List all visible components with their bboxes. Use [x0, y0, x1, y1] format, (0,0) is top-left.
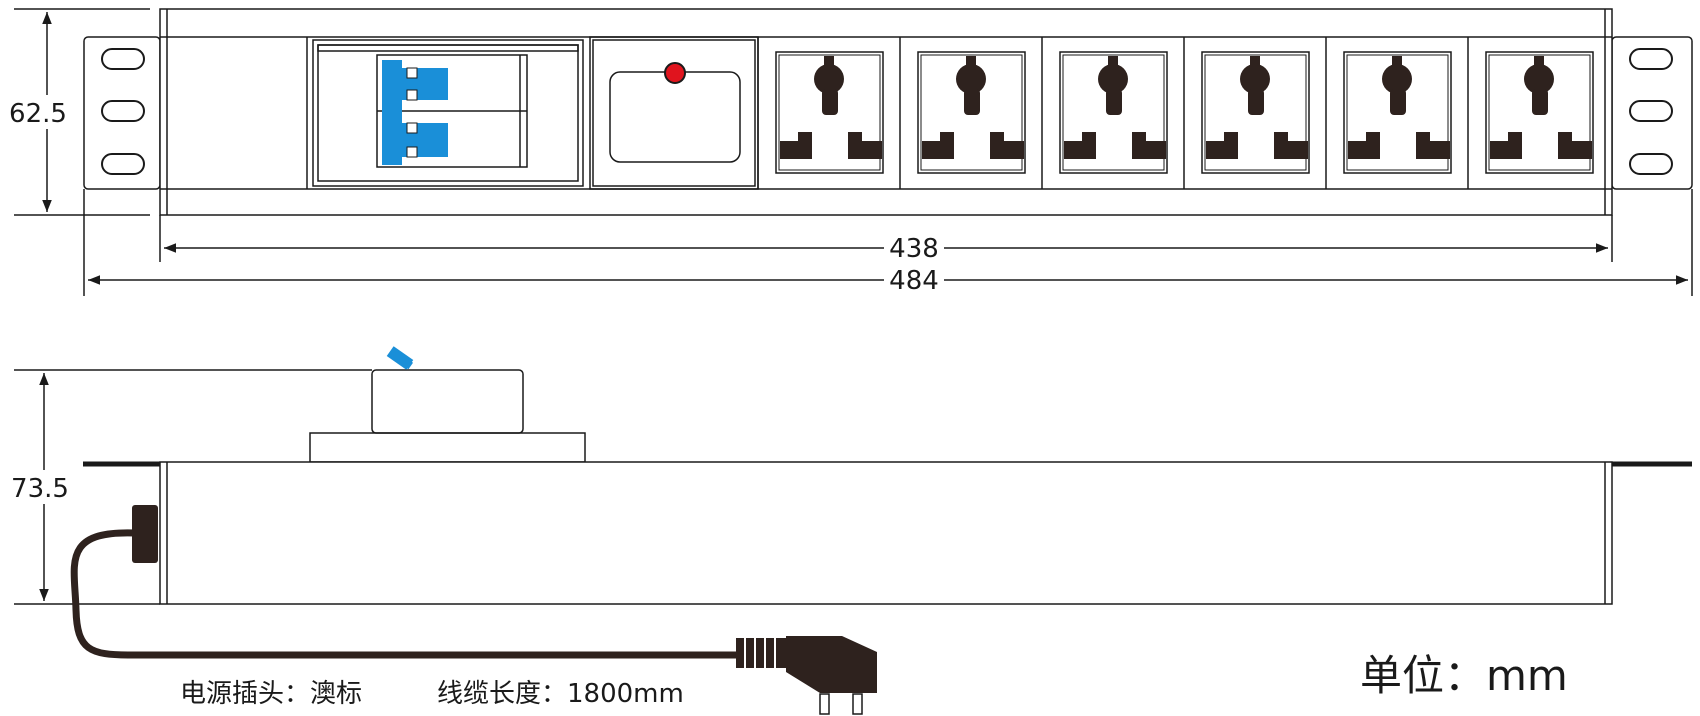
- side-view: [14, 369, 1692, 605]
- width-extension-lines: [83, 189, 1693, 296]
- breaker-toggle-icon: [386, 346, 414, 370]
- power-plug-icon: [736, 636, 877, 715]
- left-mounting-ear: [83, 36, 161, 190]
- universal-socket-icon: [775, 51, 884, 174]
- universal-socket-icon: [917, 51, 1026, 174]
- mounting-slot-icon: [101, 48, 145, 70]
- rocker-switch-icon: [589, 36, 759, 190]
- side-height-label: 73.5: [11, 474, 69, 504]
- universal-socket-icon: [1059, 51, 1168, 174]
- breaker-side-base: [309, 432, 586, 463]
- universal-socket-icon: [1343, 51, 1452, 174]
- inner-width-label: 438: [889, 234, 939, 264]
- front-height-label: 62.5: [9, 99, 67, 129]
- outer-width-label: 484: [889, 266, 939, 296]
- pdu-body-side: [159, 461, 1613, 605]
- plug-type-note: 电源插头：澳标: [180, 679, 362, 709]
- unit-note: 单位：mm: [1360, 651, 1568, 700]
- universal-socket-icon: [1201, 51, 1310, 174]
- breaker-side-body: [371, 369, 524, 434]
- universal-socket-icon: [1485, 51, 1594, 174]
- right-mounting-ear: [1611, 36, 1693, 190]
- mounting-slot-icon: [1629, 100, 1673, 122]
- cable-length-note: 线缆长度：1800mm: [437, 679, 684, 709]
- mounting-slot-icon: [1629, 48, 1673, 70]
- mounting-slot-icon: [101, 153, 145, 175]
- mounting-slot-icon: [101, 100, 145, 122]
- indicator-light: [664, 62, 686, 84]
- mounting-slot-icon: [1629, 153, 1673, 175]
- circuit-breaker-icon: [312, 39, 584, 187]
- power-cable: [70, 505, 744, 659]
